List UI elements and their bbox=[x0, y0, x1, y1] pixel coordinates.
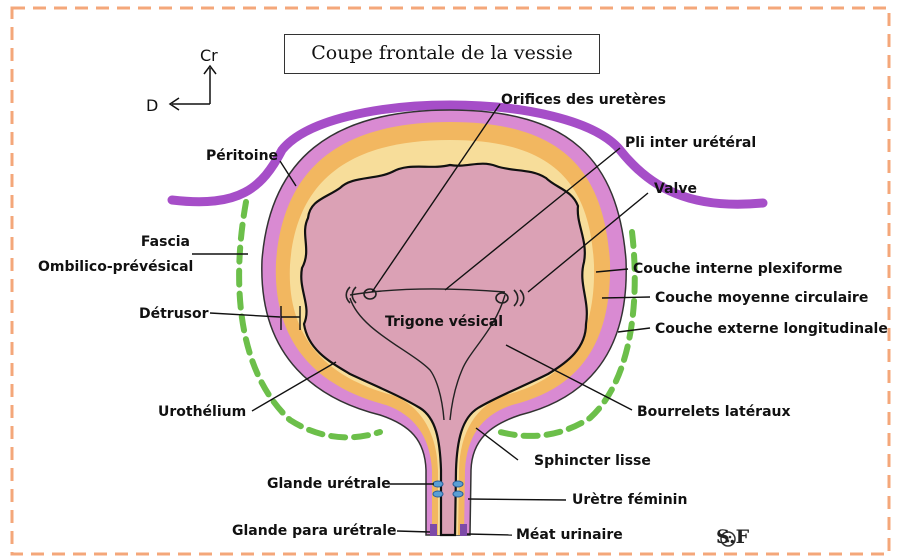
label-uretre: Urètre féminin bbox=[572, 492, 688, 508]
label-bourrelets: Bourrelets latéraux bbox=[637, 404, 791, 420]
orientation-arrows bbox=[168, 64, 217, 111]
diagram-title: Coupe frontale de la vessie bbox=[284, 34, 600, 74]
cranial-label: Cr bbox=[200, 46, 218, 65]
label-couche-externe: Couche externe longitudinale bbox=[655, 321, 888, 337]
label-trigone: Trigone vésical bbox=[385, 314, 503, 330]
label-couche-moyenne: Couche moyenne circulaire bbox=[655, 290, 869, 306]
label-couche-interne: Couche interne plexiforme bbox=[633, 261, 843, 277]
fascia-right bbox=[497, 229, 638, 439]
para-urethral-gland-left bbox=[430, 524, 437, 536]
bladder-lumen bbox=[300, 162, 588, 537]
label-fascia-1: Fascia bbox=[140, 234, 190, 250]
label-orifices: Orifices des uretères bbox=[501, 92, 666, 108]
trigone-outline bbox=[349, 288, 506, 421]
dashed-frame bbox=[10, 6, 891, 556]
author-credit: S.F bbox=[716, 526, 750, 548]
direction-label: D bbox=[146, 96, 159, 115]
label-sphincter: Sphincter lisse bbox=[534, 453, 651, 469]
label-valve: Valve bbox=[654, 181, 697, 197]
urethral-glands bbox=[432, 480, 464, 498]
label-glande-uretrale: Glande urétrale bbox=[267, 476, 391, 492]
label-pli: Pli inter urétéral bbox=[625, 135, 757, 151]
label-urothelium: Urothélium bbox=[158, 404, 247, 420]
ureter-orifice-right bbox=[495, 289, 525, 307]
label-detrusor: Détrusor bbox=[139, 306, 209, 322]
ureter-orifice-left bbox=[345, 286, 377, 304]
label-glande-para: Glande para urétrale bbox=[232, 523, 397, 539]
palette-icon bbox=[720, 531, 736, 547]
para-urethral-gland-right bbox=[460, 524, 467, 536]
peritoneum-line bbox=[167, 100, 768, 209]
leader-lines bbox=[192, 103, 651, 536]
label-peritoine: Péritoine bbox=[206, 148, 279, 164]
label-meat: Méat urinaire bbox=[516, 527, 623, 543]
label-fascia-2: Ombilico-prévésical bbox=[38, 259, 194, 275]
